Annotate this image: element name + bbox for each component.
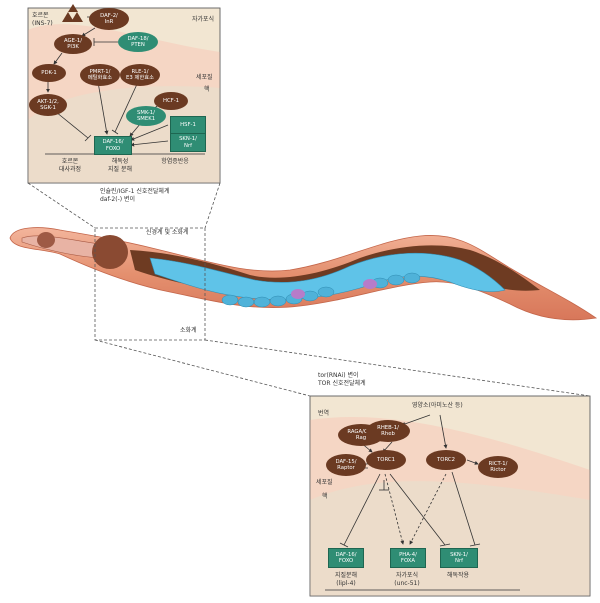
autophagy-label: 자가포식	[192, 16, 215, 23]
worm-pharynx-bulb	[37, 232, 55, 248]
nutrients-label: 영양소(아미노산 등)	[412, 402, 463, 409]
worm-terminal-bulb	[92, 235, 128, 269]
node-age1: AGE-1/ PI3K	[54, 34, 92, 54]
output-lipolysis: 지질분해 (lipl-4)	[334, 572, 358, 587]
output-hormone-metabolism: 호르몬 대사과정	[58, 158, 82, 173]
cytoplasm-label: 세포질	[196, 74, 213, 81]
cytoplasm-label-bottom: 세포질	[316, 479, 333, 486]
node-torc2: TORC2	[426, 450, 466, 470]
node-skn1-bottom: SKN-1/ Nrf	[440, 548, 478, 568]
node-hsf1: HSF-1	[170, 116, 206, 134]
node-daf2: DAF-2/ InR	[89, 8, 129, 30]
node-rheb1: RHEB-1/ Rheb	[366, 420, 410, 442]
hormone-triangle-icon	[68, 4, 78, 12]
insulin-signaling-panel	[27, 4, 221, 184]
bottom-nucleus	[310, 481, 590, 596]
bottom-caption: tor(RNAi) 변이 TOR 신호전달체계	[318, 372, 366, 387]
output-autophagy: 자가포식 (unc-51)	[394, 572, 420, 587]
nucleus-label: 핵	[204, 86, 210, 93]
top-caption: 인슐린/IGF-1 신호전달체계 daf-2(-) 변이	[100, 188, 170, 203]
translation-label: 번역	[318, 410, 330, 417]
nucleus-label-bottom: 핵	[322, 493, 328, 500]
node-pmrt1: PMRT-1/ 메틸화효소	[80, 64, 120, 86]
output-lipid-degradation: 해독성 지질 분해	[108, 158, 132, 173]
node-daf16: DAF-16/ FOXO	[94, 136, 132, 155]
top-zoom-lines	[27, 182, 221, 229]
output-anti-inflammatory: 항염증반응	[161, 158, 189, 165]
node-daf16-bottom: DAF-16/ FOXO	[328, 548, 364, 568]
node-daf15: DAF-15/ Raptor	[326, 454, 366, 476]
hormone-triangle-icon	[71, 12, 83, 22]
node-pha4: PHA-4/ FOXA	[390, 548, 426, 568]
node-akt: AKT-1/2, SGK-1	[29, 94, 67, 116]
worm-oocyte-purple	[363, 279, 377, 289]
worm-oocyte-purple	[291, 289, 305, 299]
node-smk1: SMK-1/ SMEK1	[126, 106, 166, 126]
bottom-zoom-lines	[94, 339, 591, 397]
neuro-digestive-label: 신경계 및 소화계	[146, 229, 189, 236]
intestine-cells	[221, 272, 421, 308]
worm	[9, 227, 598, 321]
zoom-region-box	[94, 227, 206, 341]
digestive-label: 소화계	[180, 327, 197, 334]
node-daf18: DAF-18/ PTEN	[118, 32, 158, 52]
node-torc1: TORC1	[366, 450, 406, 470]
output-detox: 해독작용	[446, 572, 470, 579]
node-hcf1: HCF-1	[154, 92, 188, 110]
hormone-triangle-icon	[62, 12, 74, 22]
node-rict1: RICT-1/ Rictor	[478, 456, 518, 478]
top-nucleus	[28, 86, 220, 183]
node-skn1: SKN-1/ Nrf	[170, 133, 206, 152]
node-pdk1: PDK-1	[32, 64, 66, 82]
node-rle1: RLE-1/ E3 제한효소	[120, 64, 160, 86]
hormone-label: 호르몬 (INS-7)	[32, 12, 53, 27]
